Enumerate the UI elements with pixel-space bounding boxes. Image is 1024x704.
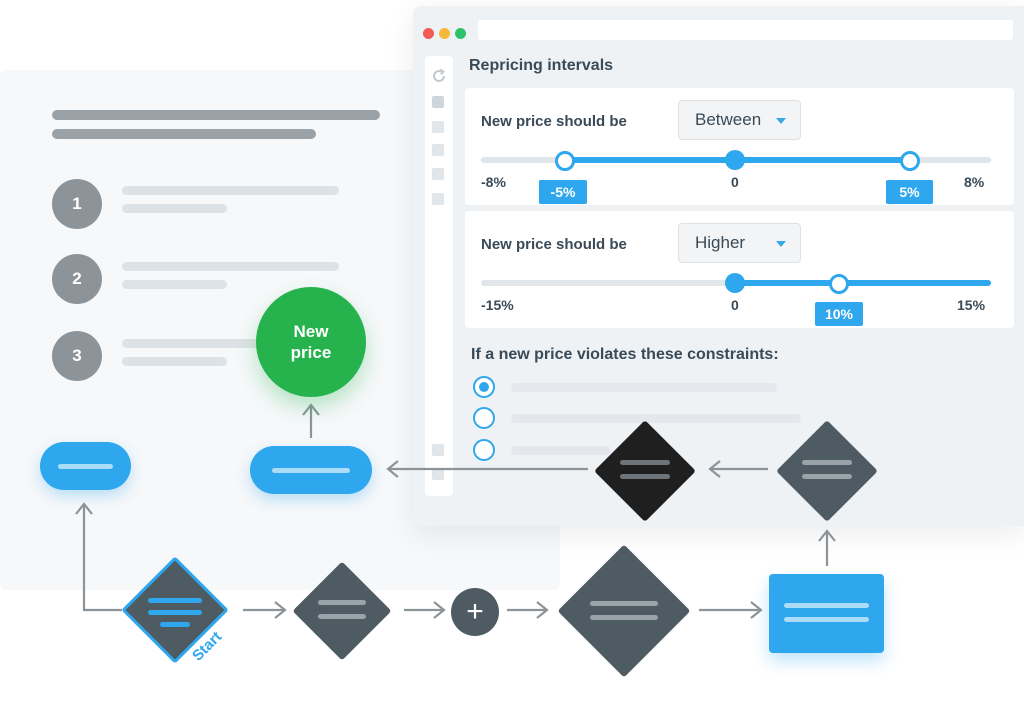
add-step-button[interactable]: +	[451, 588, 499, 636]
slider-max-label: 8%	[964, 174, 985, 190]
value-badge: 10%	[815, 302, 863, 326]
sidebar-item[interactable]	[432, 144, 444, 156]
high-value-badge: 5%	[886, 180, 933, 204]
card-label: New price should be	[481, 236, 627, 253]
constraint-option-label	[511, 414, 801, 423]
sidebar	[425, 56, 453, 496]
node-label-placeholder	[802, 460, 852, 465]
constraint-option-label	[511, 383, 777, 392]
sidebar-item[interactable]	[432, 96, 444, 108]
constraint-option-radio[interactable]	[473, 439, 495, 461]
maximize-window-icon[interactable]	[455, 28, 466, 39]
node-label-placeholder	[318, 614, 366, 619]
node-label-placeholder	[160, 622, 190, 627]
step-3-line	[122, 357, 227, 366]
refresh-icon[interactable]	[431, 68, 447, 84]
sidebar-item[interactable]	[432, 468, 444, 480]
heading-placeholder	[52, 110, 380, 120]
step-1-line	[122, 186, 339, 195]
constraint-option-radio[interactable]	[473, 407, 495, 429]
select-value: Higher	[695, 233, 746, 252]
slider-min-label: -15%	[481, 297, 514, 313]
step-3-badge: 3	[52, 331, 102, 381]
node-label-placeholder	[272, 468, 350, 473]
step-1-badge: 1	[52, 179, 102, 229]
node-label-placeholder	[784, 603, 869, 608]
interval-card-higher: New price should be Higher -15% 0 15% 10…	[465, 211, 1014, 328]
constraints-title: If a new price violates these constraint…	[471, 346, 779, 363]
node-label-placeholder	[58, 464, 113, 469]
flow-pill-center[interactable]	[250, 446, 372, 494]
sidebar-item[interactable]	[432, 168, 444, 180]
chevron-down-icon	[776, 241, 786, 247]
slider-low-handle[interactable]	[555, 151, 575, 171]
node-label-placeholder	[148, 610, 202, 615]
flow-box[interactable]	[769, 574, 884, 653]
new-price-label: New price	[290, 322, 332, 362]
card-label: New price should be	[481, 113, 627, 130]
slider-range-fill	[735, 280, 991, 286]
sidebar-item[interactable]	[432, 444, 444, 456]
node-label-placeholder	[318, 600, 366, 605]
node-label-placeholder	[784, 617, 869, 622]
minimize-window-icon[interactable]	[439, 28, 450, 39]
step-2-line	[122, 280, 227, 289]
app-window: Repricing intervals New price should be …	[413, 6, 1024, 526]
node-label-placeholder	[590, 615, 658, 620]
flow-pill-left[interactable]	[40, 442, 131, 490]
node-label-placeholder	[620, 474, 670, 479]
node-label-placeholder	[620, 460, 670, 465]
slider-mid-label: 0	[731, 297, 739, 313]
sidebar-item[interactable]	[432, 121, 444, 133]
range-mode-select[interactable]: Between	[678, 100, 801, 140]
slider-zero-marker	[725, 150, 745, 170]
new-price-node[interactable]: New price	[256, 287, 366, 397]
chevron-down-icon	[776, 118, 786, 124]
node-label-placeholder	[590, 601, 658, 606]
slider-mid-label: 0	[731, 174, 739, 190]
address-bar[interactable]	[478, 20, 1013, 40]
low-value-badge: -5%	[539, 180, 587, 204]
step-3-line	[122, 339, 272, 348]
step-2-badge: 2	[52, 254, 102, 304]
subheading-placeholder	[52, 129, 316, 139]
range-mode-select[interactable]: Higher	[678, 223, 801, 263]
node-label-placeholder	[148, 598, 202, 603]
slider-zero-marker	[725, 273, 745, 293]
select-value: Between	[695, 110, 762, 129]
node-label-placeholder	[802, 474, 852, 479]
constraint-option-radio[interactable]	[473, 376, 495, 398]
step-2-line	[122, 262, 339, 271]
constraint-option-label	[511, 446, 611, 455]
slider-max-label: 15%	[957, 297, 986, 313]
panel-title: Repricing intervals	[469, 57, 614, 74]
interval-card-between: New price should be Between -8% 0 8% -5%…	[465, 88, 1014, 205]
sidebar-item[interactable]	[432, 193, 444, 205]
slider-high-handle[interactable]	[900, 151, 920, 171]
slider-value-handle[interactable]	[829, 274, 849, 294]
step-1-line	[122, 204, 227, 213]
slider-min-label: -8%	[481, 174, 506, 190]
close-window-icon[interactable]	[423, 28, 434, 39]
